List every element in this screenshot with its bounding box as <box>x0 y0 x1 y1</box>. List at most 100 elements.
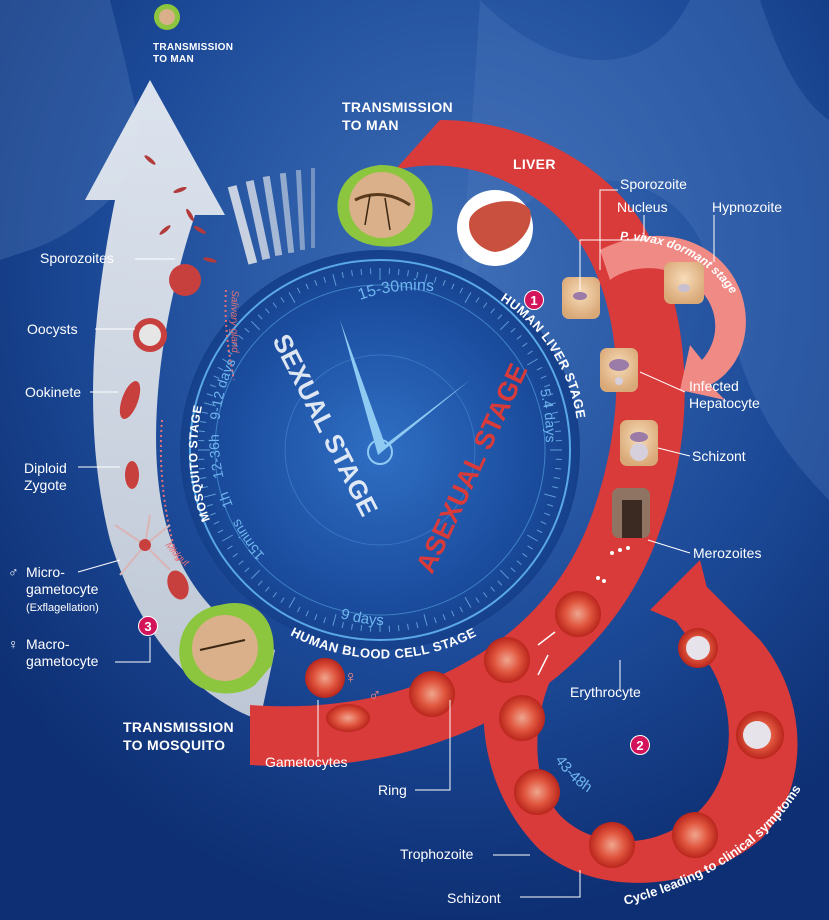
dial-tick <box>206 503 213 507</box>
dial-tick <box>464 596 472 608</box>
label-schizont-liver: Schizont <box>692 448 746 464</box>
dial-tick <box>527 350 533 355</box>
dial-tick <box>238 560 244 565</box>
dial-tick <box>522 342 528 347</box>
label-sporozoite: Sporozoite <box>620 176 687 192</box>
dial-tick <box>265 308 270 314</box>
label-schizont-blood: Schizont <box>447 890 501 906</box>
stage-badge-2: 2 <box>630 735 650 755</box>
dial-tick <box>451 610 455 617</box>
dial-tick <box>510 567 516 573</box>
dial-tick <box>544 512 551 516</box>
dial-tick <box>272 302 277 308</box>
dial-tick <box>407 270 409 277</box>
erythrocyte-cells <box>305 591 784 868</box>
liver-schizont <box>620 420 658 466</box>
dial-tick <box>536 529 543 534</box>
dial-tick <box>522 553 528 558</box>
female-symbol-gametocyte: ♀ <box>344 667 358 687</box>
dial-tick <box>483 302 488 308</box>
dial-tick <box>547 393 554 397</box>
dial-tick <box>341 622 344 629</box>
dial-tick <box>305 610 309 617</box>
dial-tick <box>332 614 337 626</box>
dial-tick <box>332 274 337 286</box>
dial-tick <box>544 402 556 407</box>
transmission-to-mosquito-circle <box>179 603 274 694</box>
dial-tick <box>553 421 560 423</box>
dial-tick <box>305 283 309 290</box>
dial-tick <box>423 274 428 286</box>
dial-tick <box>296 606 301 613</box>
dial-tick <box>288 596 296 608</box>
dial-tick <box>213 521 220 525</box>
dial-tick <box>497 580 503 586</box>
dial-tick <box>544 384 551 388</box>
male-symbol-gametocyte: ♂ <box>368 685 382 705</box>
dial-tick <box>265 586 270 592</box>
label-ring: Ring <box>378 782 407 798</box>
transmission-to-man-circle <box>337 165 433 247</box>
dial-tick <box>257 580 263 586</box>
dial-tick <box>407 623 409 630</box>
blood-cycle-arrowhead <box>650 560 720 640</box>
dial-tick <box>204 402 216 407</box>
dial-tick <box>459 287 464 294</box>
time-9-days: 9 days <box>339 605 384 629</box>
dial-tick <box>217 366 224 371</box>
dial-tick <box>483 592 488 598</box>
dial-tick <box>527 545 533 550</box>
dial-tick <box>497 314 503 320</box>
dial-tick <box>222 358 234 366</box>
dial-tick <box>552 411 559 414</box>
dial-tick <box>433 276 437 283</box>
diploid-zygote <box>125 461 139 489</box>
dial-tick <box>314 279 318 286</box>
dial-tick <box>288 292 296 304</box>
ookinete <box>119 381 141 419</box>
mosquito-icon <box>154 4 180 30</box>
clock-dial <box>180 250 580 650</box>
salivary-dotted-path <box>224 289 235 381</box>
dial-tick <box>206 393 213 397</box>
label-microgametocyte: Micro- gametocyte <box>26 564 99 597</box>
dial-tick <box>201 486 208 489</box>
dial-tick <box>423 614 428 626</box>
dial-tick <box>516 560 522 565</box>
label-merozoites: Merozoites <box>693 545 762 561</box>
dial-tick <box>360 268 363 276</box>
dial-tick <box>416 271 419 278</box>
label-infected-hepatocyte: Infected Hepatocyte <box>689 378 760 411</box>
dial-tick <box>554 430 562 433</box>
label-diploid-zygote: Diploid Zygote <box>24 460 67 493</box>
dial-tick <box>238 335 244 340</box>
stage-badge-1: 1 <box>524 290 544 310</box>
liver-cell-sporozoite <box>562 277 600 319</box>
infected-hepatocyte <box>600 348 638 392</box>
liver-header: LIVER <box>513 156 556 172</box>
human-silhouette <box>460 0 829 500</box>
dial-tick <box>244 567 250 573</box>
label-erythrocyte: Erythrocyte <box>570 684 641 700</box>
dial-tick <box>553 477 560 479</box>
dial-tick <box>510 327 516 333</box>
dial-tick <box>232 553 238 558</box>
macrogametocyte <box>167 570 189 600</box>
dial-tick <box>257 314 263 320</box>
label-nucleus: Nucleus <box>617 199 668 215</box>
dial-tick <box>314 614 318 621</box>
dial-tick <box>464 292 472 304</box>
dial-tick <box>451 283 455 290</box>
dial-tick <box>442 279 446 286</box>
blood-arrows <box>537 631 556 676</box>
dial-tick <box>397 268 400 276</box>
dial-tick <box>213 375 220 379</box>
dial-tick <box>475 597 480 603</box>
label-macrogametocyte: Macro- gametocyte <box>26 636 99 669</box>
label-ookinete: Ookinete <box>25 384 82 400</box>
dial-tick <box>490 308 495 314</box>
liver-cell-bursting <box>612 488 650 538</box>
dial-tick <box>250 569 261 580</box>
transmission-to-man-header: TRANSMISSION TO MAN <box>342 99 453 133</box>
dial-tick <box>209 384 216 388</box>
